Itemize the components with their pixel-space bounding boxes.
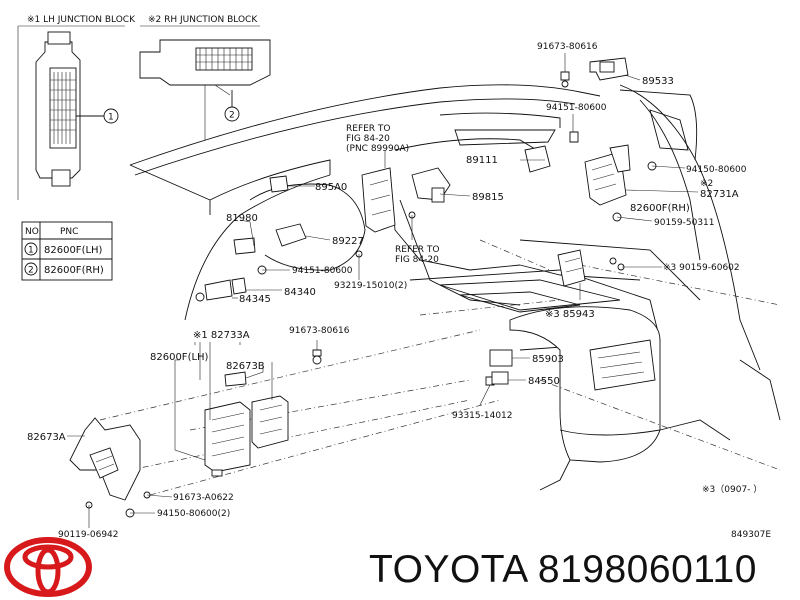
pnc-row-1-no: 1 (28, 246, 34, 256)
parts-drawings (69, 57, 631, 501)
rh-junction-block-inset: ※2 RH JUNCTION BLOCK 2 (139, 15, 271, 140)
label-85943: ※3 85943 (545, 309, 595, 320)
label-84345: 84345 (239, 294, 271, 305)
label-90159-60602: ※3 90159-60602 (663, 263, 740, 273)
label-84340: 84340 (284, 287, 316, 298)
pnc-row-2-pnc: 82600F(RH) (44, 265, 104, 276)
reference-code: 849307E (731, 530, 771, 540)
label-94151-80600-mid: 94151-80600 (292, 266, 353, 276)
label-84550: 84550 (528, 376, 560, 387)
label-82600f-lh: 82600F(LH) (150, 352, 209, 363)
lh-marker-circle (103, 108, 119, 124)
pnc-row-2-no: 2 (28, 266, 34, 276)
label-93219-15010: 93219-15010(2) (334, 281, 407, 291)
label-94150-80600-2: 94150-80600(2) (157, 509, 230, 519)
label-refer-1a: REFER TO (346, 124, 391, 134)
lh-fuse-grid (50, 72, 76, 144)
label-91673-80616-mid: 91673-80616 (289, 326, 350, 336)
center-console (409, 269, 781, 491)
label-93315-14012: 93315-14012 (452, 411, 513, 421)
label-89227: 89227 (332, 236, 364, 247)
assembly-leader-lines (99, 239, 781, 496)
pnc-header-pnc: PNC (60, 227, 78, 237)
pnc-table: NO. PNC 1 82600F(LH) 2 82600F(RH) (21, 221, 113, 281)
toyota-logo-icon (4, 537, 92, 597)
part-84550-drawing (491, 371, 509, 385)
rh-marker-number: 2 (229, 111, 235, 121)
rh-inset-title: ※2 RH JUNCTION BLOCK (148, 15, 258, 25)
lh-marker-number: 1 (108, 113, 114, 123)
label-91673-80616-top: 91673-80616 (537, 42, 598, 52)
label-82731a: 82731A (700, 189, 739, 200)
fasteners (85, 71, 657, 518)
label-refer-2b: FIG 84-20 (395, 255, 439, 265)
note-3-period: ※3（0907- ） (702, 484, 762, 495)
pnc-row-1-pnc: 82600F(LH) (44, 245, 103, 256)
lh-junction-block-inset: ※1 LH JUNCTION BLOCK 1 (17, 15, 136, 200)
label-90119-06942: 90119-06942 (58, 530, 119, 540)
label-89111: 89111 (466, 155, 498, 166)
label-82673b: 82673B (226, 361, 265, 372)
label-89815: 89815 (472, 192, 504, 203)
label-refer-1c: (PNC 89990A) (346, 144, 409, 154)
label-refer-2a: REFER TO (395, 245, 440, 255)
label-leaders (67, 53, 699, 528)
part-82600f-lh-drawing (204, 401, 251, 473)
label-82733a: ※1 82733A (193, 330, 250, 341)
label-94151-80600-top: 94151-80600 (546, 103, 607, 113)
rh-marker-circle (224, 106, 240, 122)
label-85903: 85903 (532, 354, 564, 365)
part-labels: 91673-80616 89533 94151-80600 REFER TO F… (27, 42, 771, 540)
label-94150-80600: 94150-80600 (686, 165, 747, 175)
label-895a0: 895A0 (315, 182, 347, 193)
label-81980: 81980 (226, 213, 258, 224)
brand-part-number: TOYOTA 8198060110 (369, 548, 757, 591)
pnc-header-no: NO. (25, 227, 41, 237)
label-90159-50311: 90159-50311 (654, 218, 715, 228)
label-82673a: 82673A (27, 432, 66, 443)
label-91673-a0622: 91673-A0622 (173, 493, 234, 503)
label-82731a-note: ※2 (700, 179, 713, 189)
label-refer-1b: FIG 84-20 (346, 134, 390, 144)
lh-inset-title: ※1 LH JUNCTION BLOCK (27, 15, 136, 25)
part-85903-drawing (489, 349, 513, 367)
label-82600f-rh: 82600F(RH) (630, 203, 690, 214)
label-89533: 89533 (642, 76, 674, 87)
